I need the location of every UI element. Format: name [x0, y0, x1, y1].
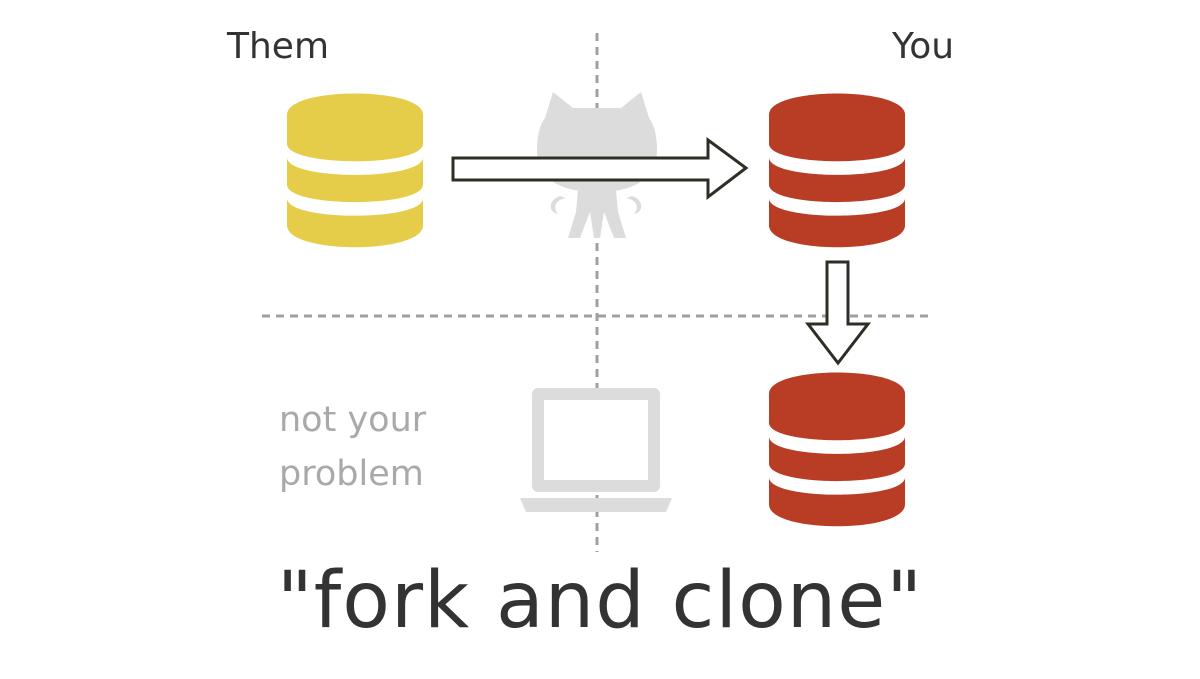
- them-repo-icon: [287, 93, 423, 248]
- clone-arrow: [804, 260, 872, 366]
- diagram-caption: "fork and clone": [276, 556, 924, 646]
- you-local-clone-icon: [769, 372, 905, 527]
- laptop-icon: [520, 388, 672, 512]
- you-label: You: [892, 26, 955, 67]
- not-your-problem-line-2: problem: [279, 454, 424, 494]
- not-your-problem-line-1: not your: [279, 400, 427, 440]
- you-fork-repo-icon: [769, 93, 905, 248]
- fork-arrow: [451, 137, 749, 201]
- them-label: Them: [227, 26, 330, 67]
- not-your-problem-label: not your problem: [279, 393, 426, 501]
